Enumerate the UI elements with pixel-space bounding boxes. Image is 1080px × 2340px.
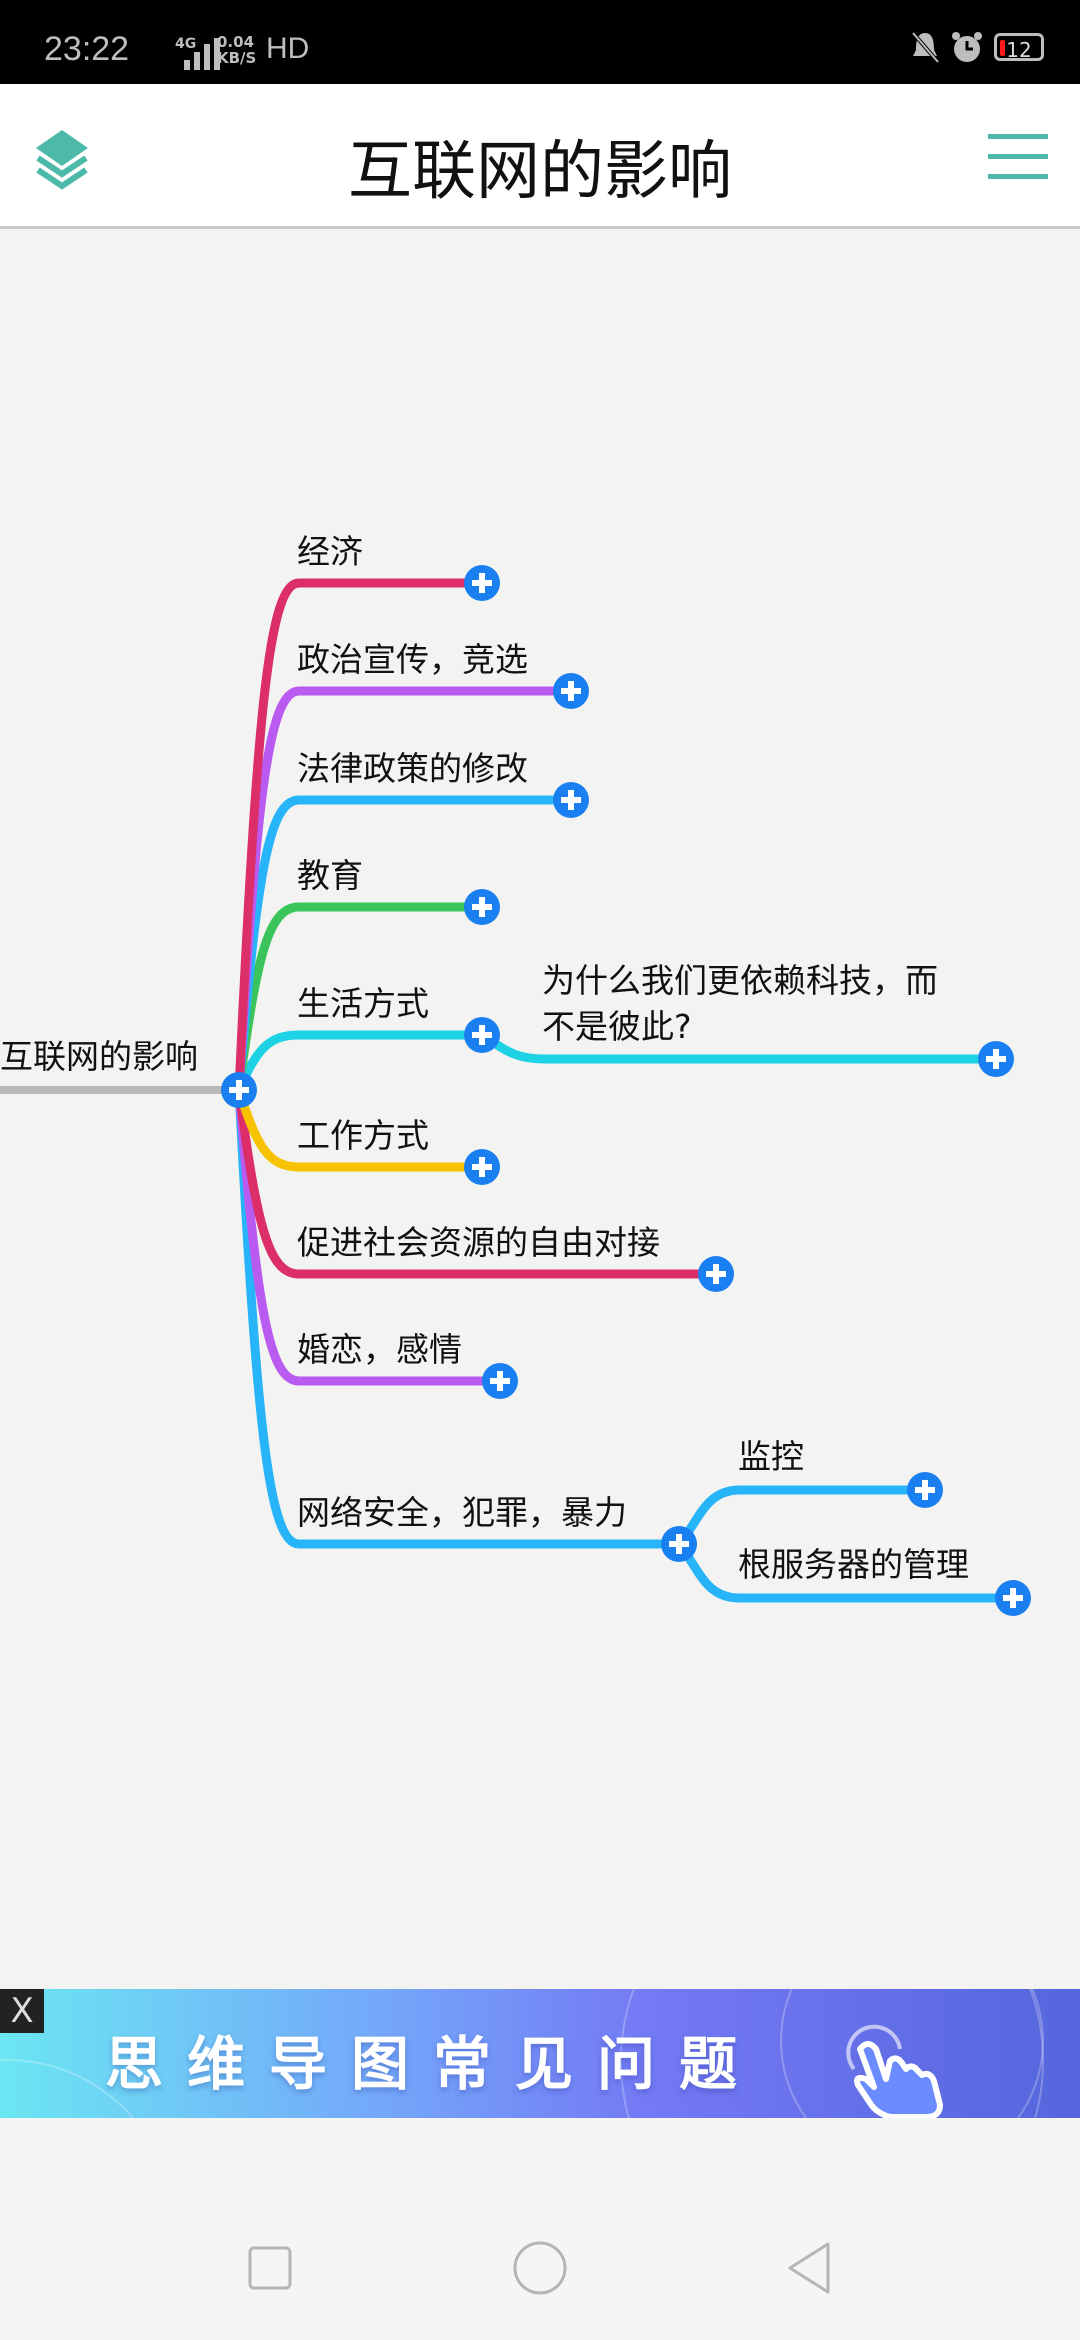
- battery-icon: 12: [994, 33, 1044, 62]
- home-button[interactable]: [510, 2238, 570, 2298]
- banner-text: 思维导图常见问题: [105, 2030, 762, 2098]
- root-node[interactable]: 互联网的影响: [0, 1037, 198, 1076]
- expand-node-button[interactable]: [907, 1472, 943, 1508]
- branch-label[interactable]: 经济: [297, 532, 363, 571]
- recents-button[interactable]: [246, 2244, 294, 2292]
- hd-indicator: HD: [266, 32, 310, 65]
- expand-node-button[interactable]: [553, 673, 589, 709]
- branch-label[interactable]: 婚恋，感情: [297, 1330, 462, 1369]
- expand-node-button[interactable]: [464, 1017, 500, 1053]
- signal-icon: [184, 38, 220, 70]
- layers-icon[interactable]: [30, 128, 94, 192]
- branch-label[interactable]: 工作方式: [297, 1116, 429, 1155]
- branch-label[interactable]: 教育: [297, 856, 363, 895]
- branch-edge: [234, 1085, 487, 1172]
- expand-node-button[interactable]: [698, 1256, 734, 1292]
- branch-edge: [234, 1085, 684, 1549]
- network-type: 4G: [175, 36, 197, 52]
- alarm-icon: [952, 32, 982, 62]
- expand-node-button[interactable]: [464, 889, 500, 925]
- child-label[interactable]: 为什么我们更依赖科技，而: [542, 961, 938, 1000]
- branch-label[interactable]: 法律政策的修改: [297, 749, 528, 788]
- back-button[interactable]: [784, 2240, 834, 2296]
- branch-label[interactable]: 网络安全，犯罪，暴力: [297, 1493, 627, 1532]
- child-label[interactable]: 根服务器的管理: [738, 1545, 969, 1584]
- branch-label[interactable]: 政治宣传，竞选: [297, 640, 528, 679]
- battery-level: 12: [1006, 38, 1032, 62]
- branch-label[interactable]: 促进社会资源的自由对接: [297, 1223, 660, 1262]
- branch-edge: [234, 578, 487, 1095]
- branch-edge: [234, 795, 576, 1095]
- expand-node-button[interactable]: [553, 782, 589, 818]
- child-label[interactable]: 不是彼此?: [542, 1007, 692, 1046]
- close-banner-button[interactable]: X: [0, 1989, 44, 2033]
- expand-node-button[interactable]: [482, 1363, 518, 1399]
- expand-node-button[interactable]: [221, 1072, 257, 1108]
- branch-edge: [234, 1085, 505, 1386]
- menu-icon[interactable]: [988, 134, 1048, 194]
- system-nav-bar: [0, 2118, 1080, 2340]
- branch-edge: [234, 1085, 721, 1279]
- expand-node-button[interactable]: [995, 1580, 1031, 1616]
- branch-edge: [234, 1030, 487, 1095]
- branch-label[interactable]: 生活方式: [297, 984, 429, 1023]
- status-time: 23:22: [44, 30, 130, 68]
- expand-node-button[interactable]: [464, 1149, 500, 1185]
- faq-banner[interactable]: 思维导图常见问题 X: [0, 1989, 1080, 2118]
- mute-bell-icon: [911, 31, 940, 64]
- child-label[interactable]: 监控: [738, 1437, 804, 1476]
- expand-node-button[interactable]: [978, 1041, 1014, 1077]
- mindmap-canvas[interactable]: 互联网的影响 经济 政治宣传，竞选 法律政策的修改 教育 生活方式 为什么我们更…: [0, 229, 1080, 1989]
- expand-node-button[interactable]: [464, 565, 500, 601]
- expand-node-button[interactable]: [661, 1526, 697, 1562]
- child-edge: [674, 1485, 930, 1549]
- app-header: 互联网的影响: [0, 84, 1080, 229]
- page-title: 互联网的影响: [348, 135, 732, 209]
- hand-pointer-icon: [846, 2024, 943, 2118]
